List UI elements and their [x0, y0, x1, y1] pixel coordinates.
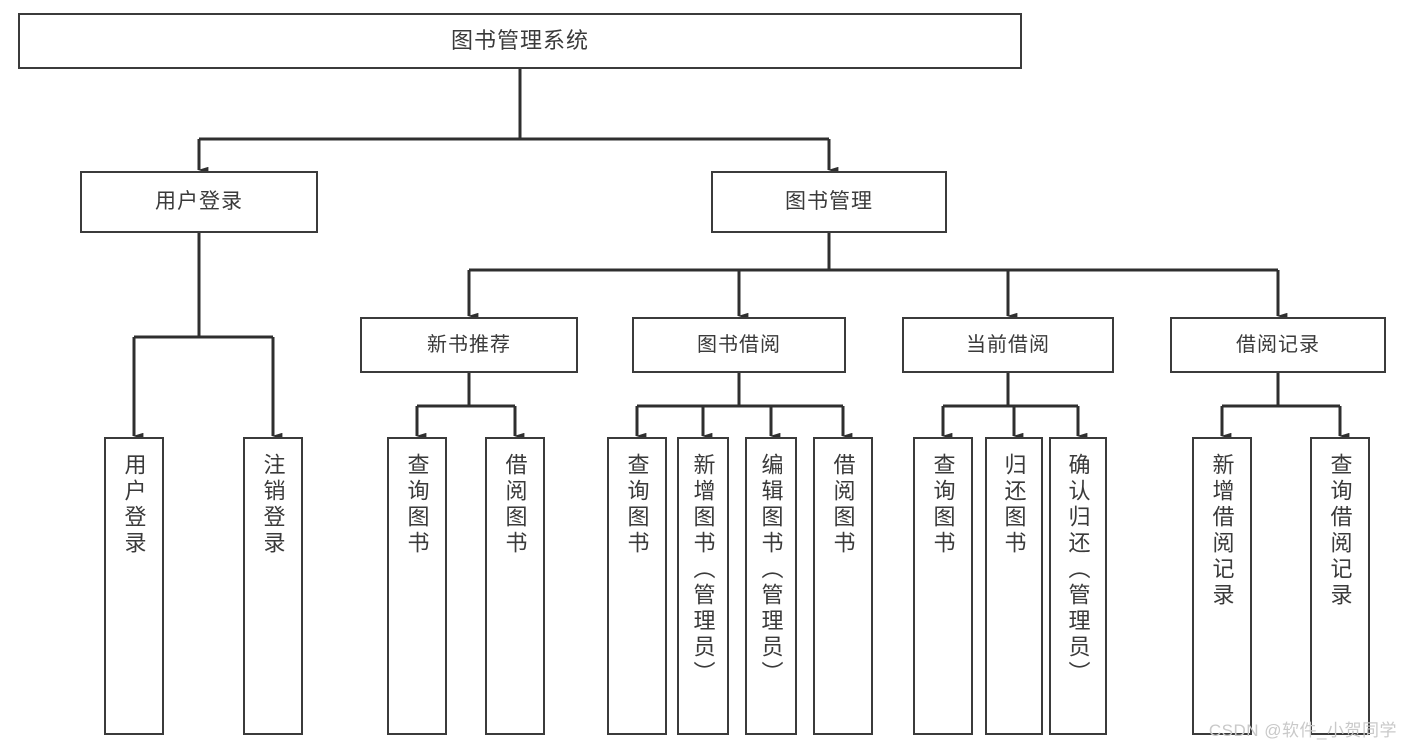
- node-label-l3-c4: 借阅图书: [830, 453, 856, 557]
- node-l3-d1[interactable]: 查询图书: [913, 437, 973, 735]
- node-l2-record[interactable]: 借阅记录: [1170, 317, 1386, 373]
- node-l3-a1[interactable]: 用户登录: [104, 437, 164, 735]
- node-label-l3-d1: 查询图书: [930, 453, 956, 557]
- node-label-l3-d2: 归还图书: [1001, 453, 1027, 557]
- node-l3-c2[interactable]: 新增图书（管理员）: [677, 437, 729, 735]
- node-label-root: 图书管理系统: [450, 28, 589, 54]
- node-label-l1-login: 用户登录: [155, 189, 243, 213]
- node-l3-c4[interactable]: 借阅图书: [813, 437, 873, 735]
- node-label-l3-b2: 借阅图书: [502, 453, 528, 557]
- node-l3-b1[interactable]: 查询图书: [387, 437, 447, 735]
- node-label-l3-c2: 新增图书（管理员）: [690, 453, 716, 687]
- node-l3-d2[interactable]: 归还图书: [985, 437, 1043, 735]
- node-l3-a2[interactable]: 注销登录: [243, 437, 303, 735]
- node-l1-login[interactable]: 用户登录: [80, 171, 318, 233]
- node-label-l1-book: 图书管理: [785, 189, 873, 213]
- node-label-l3-a1: 用户登录: [121, 453, 147, 557]
- edges: [132, 69, 1350, 440]
- node-l2-new[interactable]: 新书推荐: [360, 317, 578, 373]
- node-label-l3-b1: 查询图书: [404, 453, 430, 557]
- node-label-l2-current: 当前借阅: [966, 333, 1050, 356]
- node-l2-borrow[interactable]: 图书借阅: [632, 317, 846, 373]
- node-l3-e1[interactable]: 新增借阅记录: [1192, 437, 1252, 735]
- node-l3-d3[interactable]: 确认归还（管理员）: [1049, 437, 1107, 735]
- node-l2-current[interactable]: 当前借阅: [902, 317, 1114, 373]
- node-l3-e2[interactable]: 查询借阅记录: [1310, 437, 1370, 735]
- node-label-l2-new: 新书推荐: [427, 333, 511, 356]
- watermark-text: CSDN @软件_小贺同学: [1208, 721, 1397, 740]
- node-l3-b2[interactable]: 借阅图书: [485, 437, 545, 735]
- node-l3-c1[interactable]: 查询图书: [607, 437, 667, 735]
- node-label-l3-e1: 新增借阅记录: [1209, 453, 1235, 609]
- node-label-l3-c3: 编辑图书（管理员）: [758, 453, 784, 687]
- node-label-l3-d3: 确认归还（管理员）: [1065, 453, 1091, 687]
- node-label-l3-a2: 注销登录: [260, 453, 286, 557]
- node-root[interactable]: 图书管理系统: [18, 13, 1022, 69]
- node-label-l2-borrow: 图书借阅: [697, 333, 781, 356]
- node-label-l2-record: 借阅记录: [1236, 333, 1320, 356]
- node-l1-book[interactable]: 图书管理: [711, 171, 947, 233]
- node-label-l3-e2: 查询借阅记录: [1327, 453, 1353, 609]
- node-label-l3-c1: 查询图书: [624, 453, 650, 557]
- node-l3-c3[interactable]: 编辑图书（管理员）: [745, 437, 797, 735]
